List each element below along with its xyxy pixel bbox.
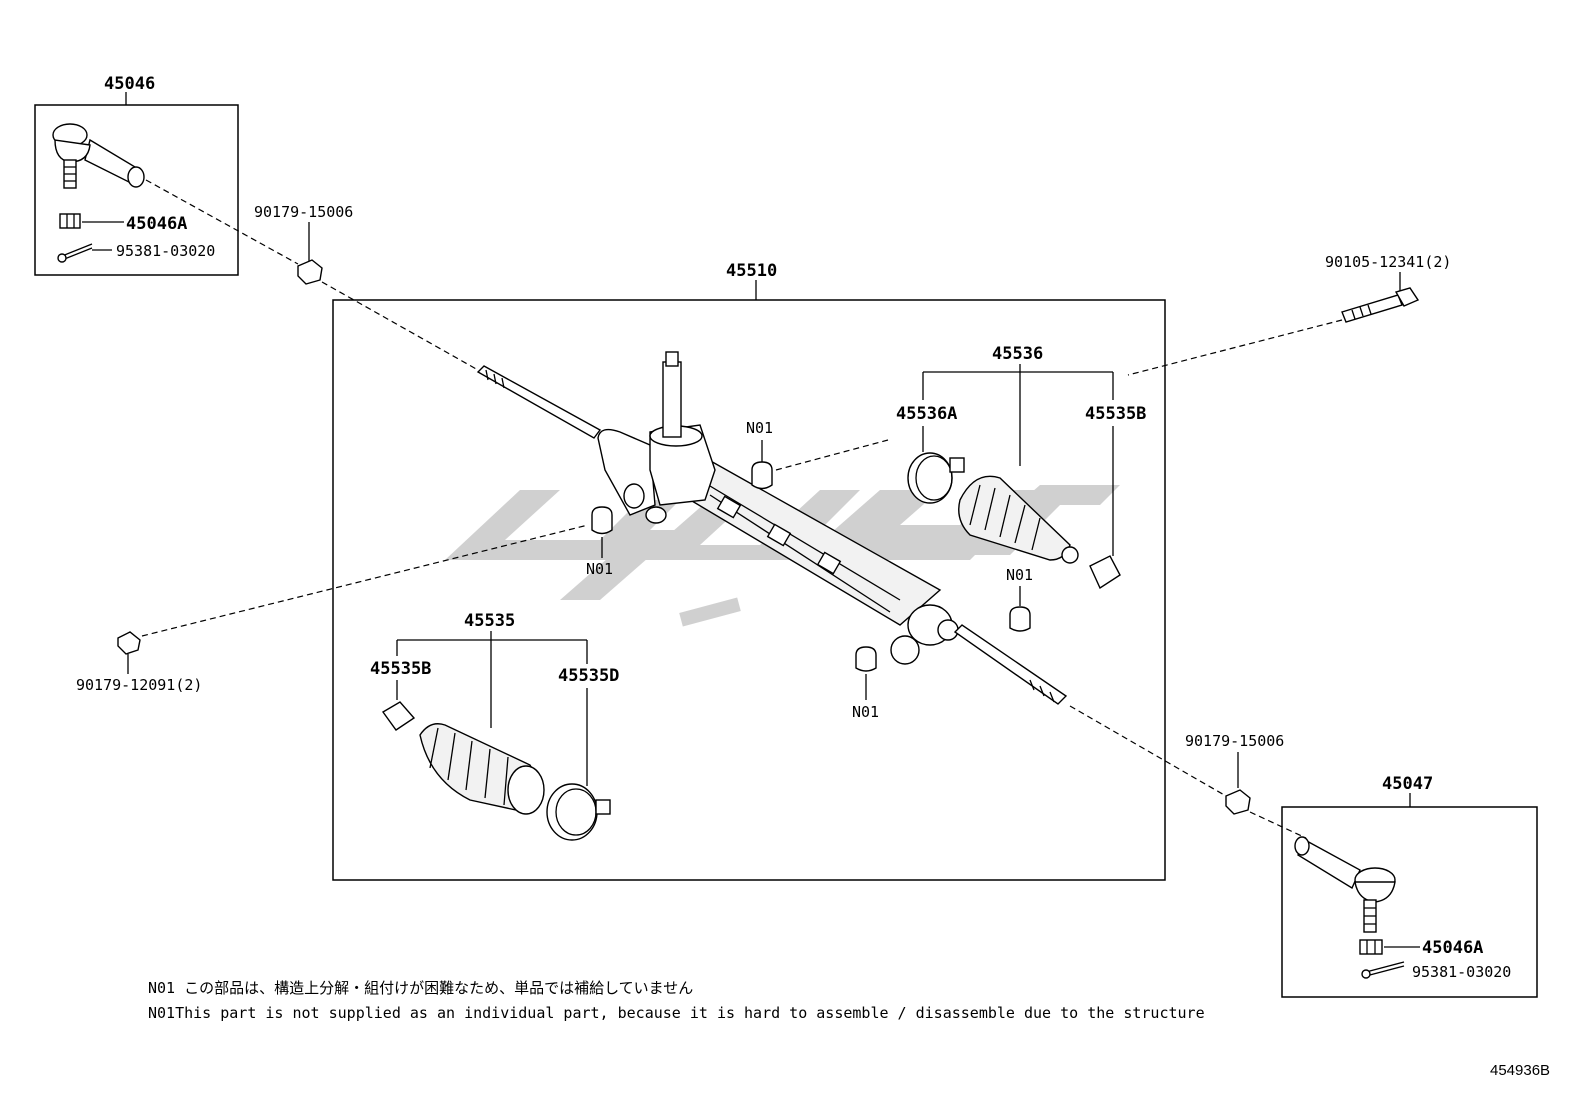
- tie-rod-end-left-box: [34, 104, 239, 276]
- label-45510: 45510: [726, 261, 777, 281]
- label-n01-right: N01: [1006, 566, 1033, 584]
- clip-right-icon: [1089, 555, 1121, 590]
- label-45046A-left: 45046A: [126, 214, 187, 234]
- label-45046: 45046: [104, 74, 155, 94]
- label-45535D: 45535D: [558, 666, 619, 686]
- label-90179-15006-top: 90179-15006: [254, 203, 353, 221]
- bolt-12341-group: 90105-12341(2): [1127, 253, 1451, 376]
- nut-12091-group: 90179-12091(2): [76, 631, 202, 694]
- steering-rack-icon: [476, 351, 1068, 705]
- bolt-12341-icon: [1341, 287, 1420, 323]
- nut-left-icon: [59, 213, 81, 229]
- rack-assembly-box: [332, 299, 1166, 881]
- label-90105-12341: 90105-12341(2): [1325, 253, 1451, 271]
- label-90179-15006-bottom: 90179-15006: [1185, 732, 1284, 750]
- label-45535: 45535: [464, 611, 515, 631]
- bushing-n01-top-icon: [751, 461, 773, 490]
- nut-right-icon: [1359, 939, 1383, 955]
- nut-12091-icon: [117, 631, 141, 655]
- label-45535B-left: 45535B: [370, 659, 431, 679]
- label-95381-03020-right: 95381-03020: [1412, 963, 1511, 981]
- note-n01-japanese: N01 この部品は、構造上分解・組付けが困難なため、単品では補給していません: [148, 979, 693, 997]
- label-95381-03020-left: 95381-03020: [116, 242, 215, 260]
- note-n01-english: N01This part is not supplied as an indiv…: [148, 1004, 1205, 1022]
- bushing-n01-left-icon: [591, 506, 613, 535]
- cotter-pin-right-icon: [1361, 961, 1405, 979]
- nut-15006-bottom-icon: [1225, 789, 1251, 815]
- clamp-left-icon: [546, 783, 611, 841]
- bushing-n01-bottom-icon: [855, 646, 877, 672]
- label-45536A: 45536A: [896, 404, 957, 424]
- label-n01-left: N01: [586, 560, 613, 578]
- label-n01-bottom: N01: [852, 703, 879, 721]
- clamp-right-icon: [907, 452, 965, 504]
- label-45536: 45536: [992, 344, 1043, 364]
- nut-15006-top-group: 90179-15006: [254, 203, 353, 285]
- bushing-n01-right-icon: [1009, 606, 1031, 632]
- rack-assembly-group: 45510: [141, 261, 1166, 881]
- boot-right-icon: [958, 475, 1079, 564]
- nut-15006-top-icon: [297, 259, 323, 285]
- label-45047: 45047: [1382, 774, 1433, 794]
- figure-id: 454936B: [1490, 1062, 1550, 1079]
- label-n01-top: N01: [746, 419, 773, 437]
- label-90179-12091: 90179-12091(2): [76, 676, 202, 694]
- nut-15006-bottom-group: 90179-15006: [1185, 732, 1284, 815]
- tie-rod-end-left-group: 45046 45046A 95381-03020: [34, 74, 239, 276]
- label-45046A-right: 45046A: [1422, 938, 1483, 958]
- boot-left-icon: [419, 723, 545, 815]
- tie-rod-end-left-icon: [52, 123, 145, 189]
- tie-rod-end-right-icon: [1294, 836, 1396, 933]
- cotter-pin-left-icon: [57, 243, 93, 263]
- clip-left-icon: [381, 701, 416, 731]
- tie-rod-end-right-group: 45047 45046A 95381-03020: [1281, 774, 1538, 998]
- label-45535B-right: 45535B: [1085, 404, 1146, 424]
